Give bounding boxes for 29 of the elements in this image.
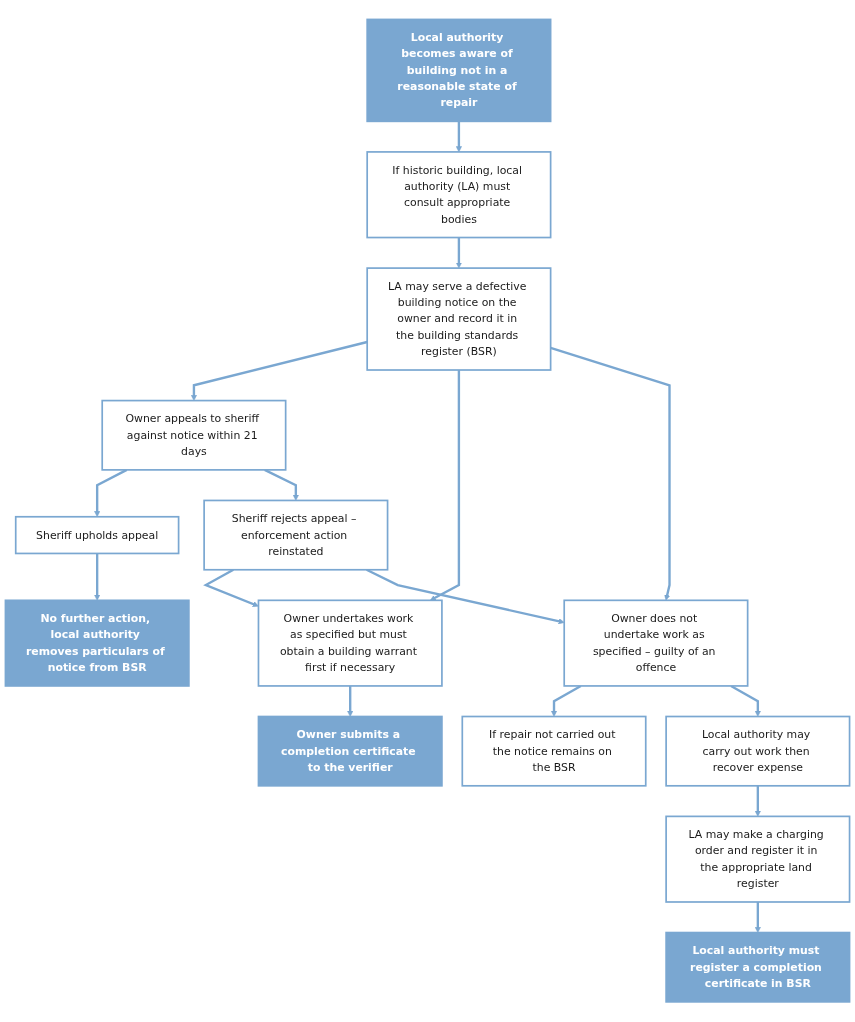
arrow [551, 685, 582, 718]
arrow [430, 370, 461, 601]
node-box: If historic building, local authority (LA) must consult appropriate bodies [366, 151, 552, 239]
node-box: Owner submits a completion certificate to the verifier [257, 716, 443, 787]
arrow [94, 469, 128, 518]
arrow [190, 341, 368, 402]
node-box: LA may make a charging order and register it in the appropriate land register [665, 815, 851, 904]
arrow [94, 553, 101, 601]
node-box: Owner undertakes work as specified but must obtain a building warrant first if necessary [257, 599, 443, 688]
arrow [754, 902, 761, 934]
arrow [550, 347, 671, 601]
node-box: Local authority may carry out work then recover expense [665, 716, 851, 787]
arrow [203, 569, 259, 608]
node-box: If repair not carried out the notice remains on the BSR [461, 716, 647, 787]
node-box: Owner does not undertake work as specified – guilty of an offence [563, 599, 749, 688]
arrow [347, 686, 354, 718]
node-box: Local authority becomes aware of building not in a reasonable state of repair [366, 18, 552, 123]
node-box: LA may serve a defective building notice on the owner and record it in the building standards register (BSR) [366, 267, 552, 372]
node-box: No further action, local authority removes particulars of notice from BSR [4, 599, 190, 688]
node-box: Sheriff rejects appeal – enforcement action reinstated [203, 499, 389, 571]
node-box: Owner appeals to sheriff against notice within 21 days [101, 400, 287, 472]
node-box: Sheriff upholds appeal [14, 516, 180, 555]
node-box: Local authority must register a completion certificate in BSR [665, 932, 851, 1004]
arrow [455, 237, 462, 269]
arrow [730, 685, 761, 718]
arrow [264, 469, 299, 502]
arrow [754, 786, 761, 817]
arrow [455, 121, 462, 153]
arrow [366, 569, 565, 625]
